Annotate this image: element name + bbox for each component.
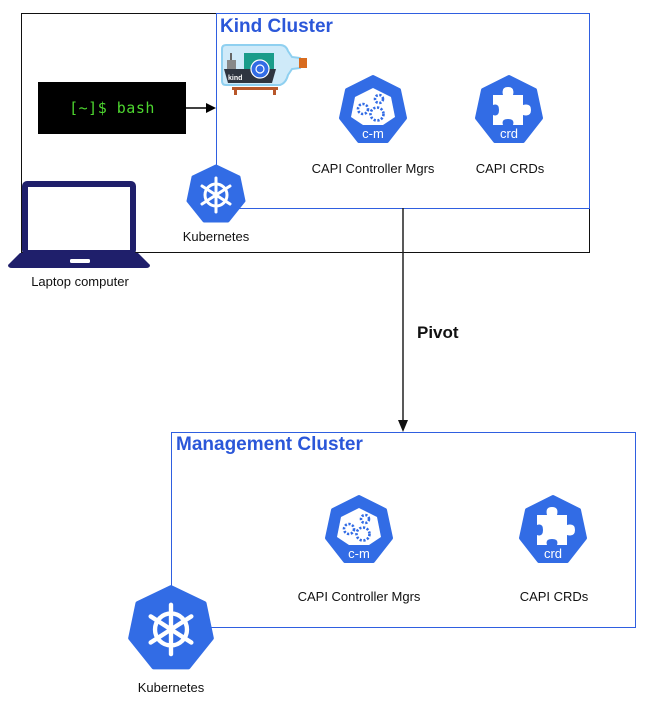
mgmt-capi-controller-label: CAPI Controller Mgrs <box>297 589 421 604</box>
terminal-bash: [~]$ bash <box>38 82 186 134</box>
laptop-label: Laptop computer <box>31 274 129 289</box>
kind-kubernetes-label: Kubernetes <box>182 229 250 244</box>
svg-text:kind: kind <box>228 75 242 82</box>
mgmt-kubernetes-icon <box>128 585 214 670</box>
puzzle-piece-icon <box>537 507 575 545</box>
puzzle-piece-icon <box>493 87 531 125</box>
management-cluster-title: Management Cluster <box>176 434 363 455</box>
mgmt-capi-crds-label: CAPI CRDs <box>519 589 589 604</box>
kind-capi-controller-label: CAPI Controller Mgrs <box>311 161 435 176</box>
kind-capi-crds-label: CAPI CRDs <box>475 161 545 176</box>
laptop-icon <box>8 181 150 268</box>
mgmt-capi-crds-hex: crd <box>519 495 587 563</box>
terminal-to-kind-arrow <box>186 103 216 113</box>
kind-kubernetes-icon <box>186 164 246 223</box>
mgmt-cm-badge: c-m <box>348 546 370 561</box>
kind-bottle-icon: kind <box>221 44 307 95</box>
kind-cluster-title: Kind Cluster <box>220 16 333 37</box>
kind-capi-crds-hex: crd <box>475 75 543 143</box>
pivot-label: Pivot <box>417 323 459 342</box>
mgmt-kubernetes-label: Kubernetes <box>137 680 205 695</box>
kind-cm-badge: c-m <box>362 126 384 141</box>
gears-icon <box>356 93 385 122</box>
kind-capi-controller-hex: c-m <box>339 75 407 143</box>
mgmt-capi-controller-hex: c-m <box>325 495 393 563</box>
terminal-command: [~]$ bash <box>69 99 155 117</box>
mgmt-crd-badge: crd <box>544 546 562 561</box>
gears-icon <box>342 513 371 542</box>
pivot-arrow <box>398 208 408 432</box>
kind-crd-badge: crd <box>500 126 518 141</box>
